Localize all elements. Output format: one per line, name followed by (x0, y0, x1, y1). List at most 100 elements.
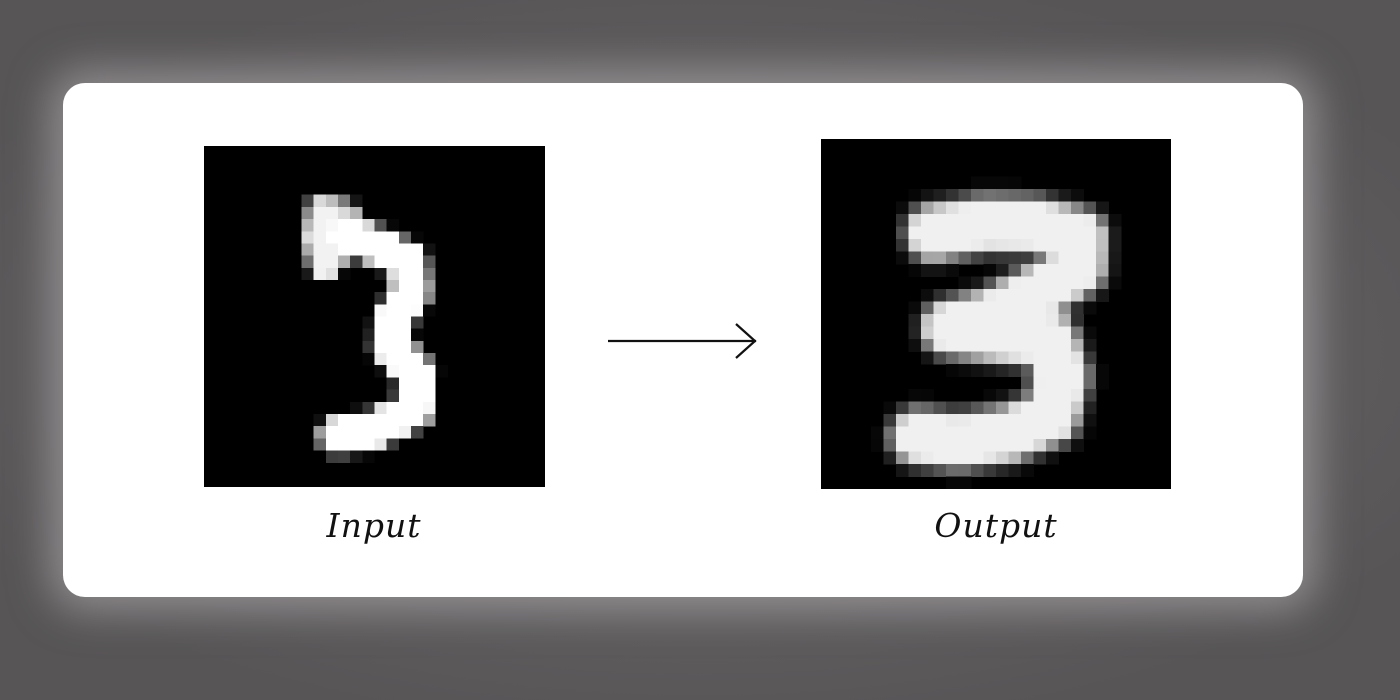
digit-pixel (1008, 239, 1022, 252)
digit-pixel (337, 413, 351, 427)
output-label: Output (934, 506, 1058, 545)
digit-pixel (958, 251, 972, 265)
digit-pixel (374, 255, 387, 269)
digit-pixel (1083, 276, 1097, 290)
digit-pixel (1033, 364, 1047, 377)
digit-pixel (350, 206, 363, 220)
digit-pixel (411, 292, 424, 305)
digit-pixel (896, 214, 909, 227)
diagram-card: Input Output (63, 83, 1303, 597)
digit-pixel (933, 401, 947, 415)
digit-pixel (374, 438, 387, 451)
digit-pixel (411, 377, 424, 390)
digit-pixel (933, 239, 947, 252)
digit-pixel (1108, 214, 1122, 227)
digit-pixel (362, 255, 375, 269)
digit-pixel (411, 267, 424, 281)
digit-pixel (908, 451, 922, 465)
digit-pixel (423, 243, 436, 256)
digit-pixel (921, 389, 934, 402)
digit-pixel (362, 231, 375, 244)
input-label: Input (326, 506, 422, 545)
digit-pixel (996, 301, 1009, 315)
digit-pixel (946, 201, 959, 215)
digit-pixel (921, 189, 934, 202)
digit-pixel (337, 438, 351, 451)
digit-pixel (374, 219, 387, 232)
digit-pixel (350, 413, 363, 427)
digit-pixel (423, 413, 436, 427)
digit-pixel (1046, 389, 1059, 402)
digit-pixel (1008, 301, 1022, 315)
digit-pixel (411, 401, 424, 415)
digit-pixel (1046, 201, 1059, 215)
digit-pixel (374, 231, 387, 244)
digit-pixel (1021, 239, 1034, 252)
digit-pixel (1083, 264, 1097, 277)
digit-pixel (337, 450, 351, 463)
digit-pixel (983, 289, 997, 302)
digit-pixel (1096, 276, 1109, 290)
digit-pixel (1033, 289, 1047, 302)
digit-pixel (1071, 276, 1084, 290)
digit-pixel (933, 189, 947, 202)
digit-pixel (971, 451, 984, 465)
digit-pixel (971, 214, 984, 227)
digit-pixel (386, 328, 400, 342)
digit-pixel (423, 377, 436, 390)
digit-pixel (933, 464, 947, 477)
digit-pixel (374, 304, 387, 317)
digit-pixel (983, 414, 997, 427)
digit-pixel (946, 214, 959, 227)
digit-pixel (946, 401, 959, 415)
digit-pixel (1071, 189, 1084, 202)
digit-pixel (933, 439, 947, 452)
digit-pixel (1008, 439, 1022, 452)
digit-pixel (1058, 226, 1072, 240)
digit-pixel (386, 389, 400, 402)
digit-pixel (983, 364, 997, 377)
digit-pixel (1033, 264, 1047, 277)
digit-pixel (958, 214, 972, 227)
digit-pixel (1008, 451, 1022, 465)
digit-pixel (1021, 201, 1034, 215)
digit-pixel (921, 426, 934, 440)
digit-pixel (946, 414, 959, 427)
digit-pixel (933, 326, 947, 340)
digit-pixel (996, 426, 1009, 440)
digit-pixel (337, 206, 351, 220)
digit-pixel (971, 414, 984, 427)
digit-pixel (883, 451, 897, 465)
digit-pixel (325, 426, 339, 439)
digit-pixel (374, 353, 387, 366)
digit-pixel (971, 314, 984, 327)
digit-pixel (946, 301, 959, 315)
digit-pixel (1071, 364, 1084, 377)
digit-pixel (933, 426, 947, 440)
digit-pixel (337, 255, 351, 269)
digit-pixel (411, 304, 424, 317)
digit-pixel (1046, 439, 1059, 452)
digit-pixel (350, 450, 363, 463)
digit-pixel (946, 326, 959, 340)
digit-pixel (921, 339, 934, 352)
digit-pixel (362, 353, 375, 366)
digit-pixel (983, 439, 997, 452)
digit-pixel (337, 426, 351, 439)
digit-pixel (325, 267, 339, 281)
digit-pixel (946, 351, 959, 365)
digit-pixel (971, 239, 984, 252)
digit-pixel (1096, 214, 1109, 227)
digit-pixel (398, 328, 412, 342)
digit-pixel (398, 267, 412, 281)
digit-pixel (933, 226, 947, 240)
digit-pixel (386, 255, 400, 269)
digit-pixel (423, 255, 436, 269)
digit-pixel (1046, 301, 1059, 315)
digit-pixel (1008, 176, 1022, 190)
digit-pixel (983, 451, 997, 465)
digit-pixel (1046, 364, 1059, 377)
digit-pixel (958, 439, 972, 452)
digit-pixel (398, 401, 412, 415)
digit-pixel (1058, 376, 1072, 390)
